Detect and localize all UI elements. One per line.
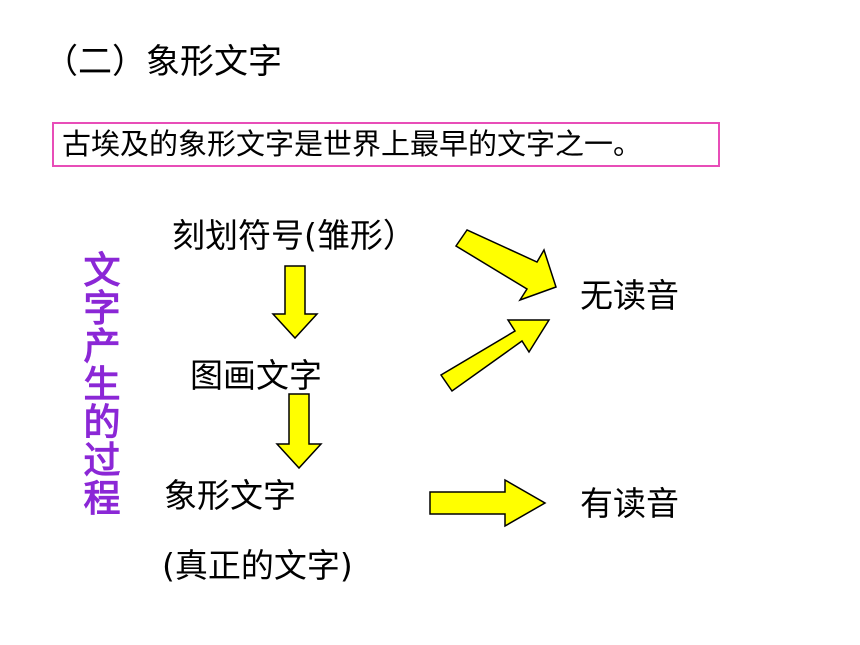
arrow-pictograph-to-sound <box>429 478 547 528</box>
page-title: （二）象形文字 <box>44 42 282 82</box>
result-has-sound: 有读音 <box>580 484 679 523</box>
node-picture-writing: 图画文字 <box>190 356 322 395</box>
node-pictographs: 象形文字 <box>164 476 296 515</box>
note-text: 古埃及的象形文字是世界上最早的文字之一。 <box>62 127 643 161</box>
note-box <box>52 122 720 167</box>
node-true-writing: (真正的文字) <box>162 546 353 585</box>
arrow-carving-to-nosound <box>454 229 557 302</box>
arrow-picture-to-nosound <box>439 319 551 393</box>
process-vertical-label: 文字产生的过程 <box>83 249 121 520</box>
node-carving-symbols: 刻划符号(雏形） <box>172 216 416 255</box>
arrow-down-2 <box>275 393 323 470</box>
result-no-sound: 无读音 <box>580 276 679 315</box>
arrow-down-1 <box>271 265 319 340</box>
